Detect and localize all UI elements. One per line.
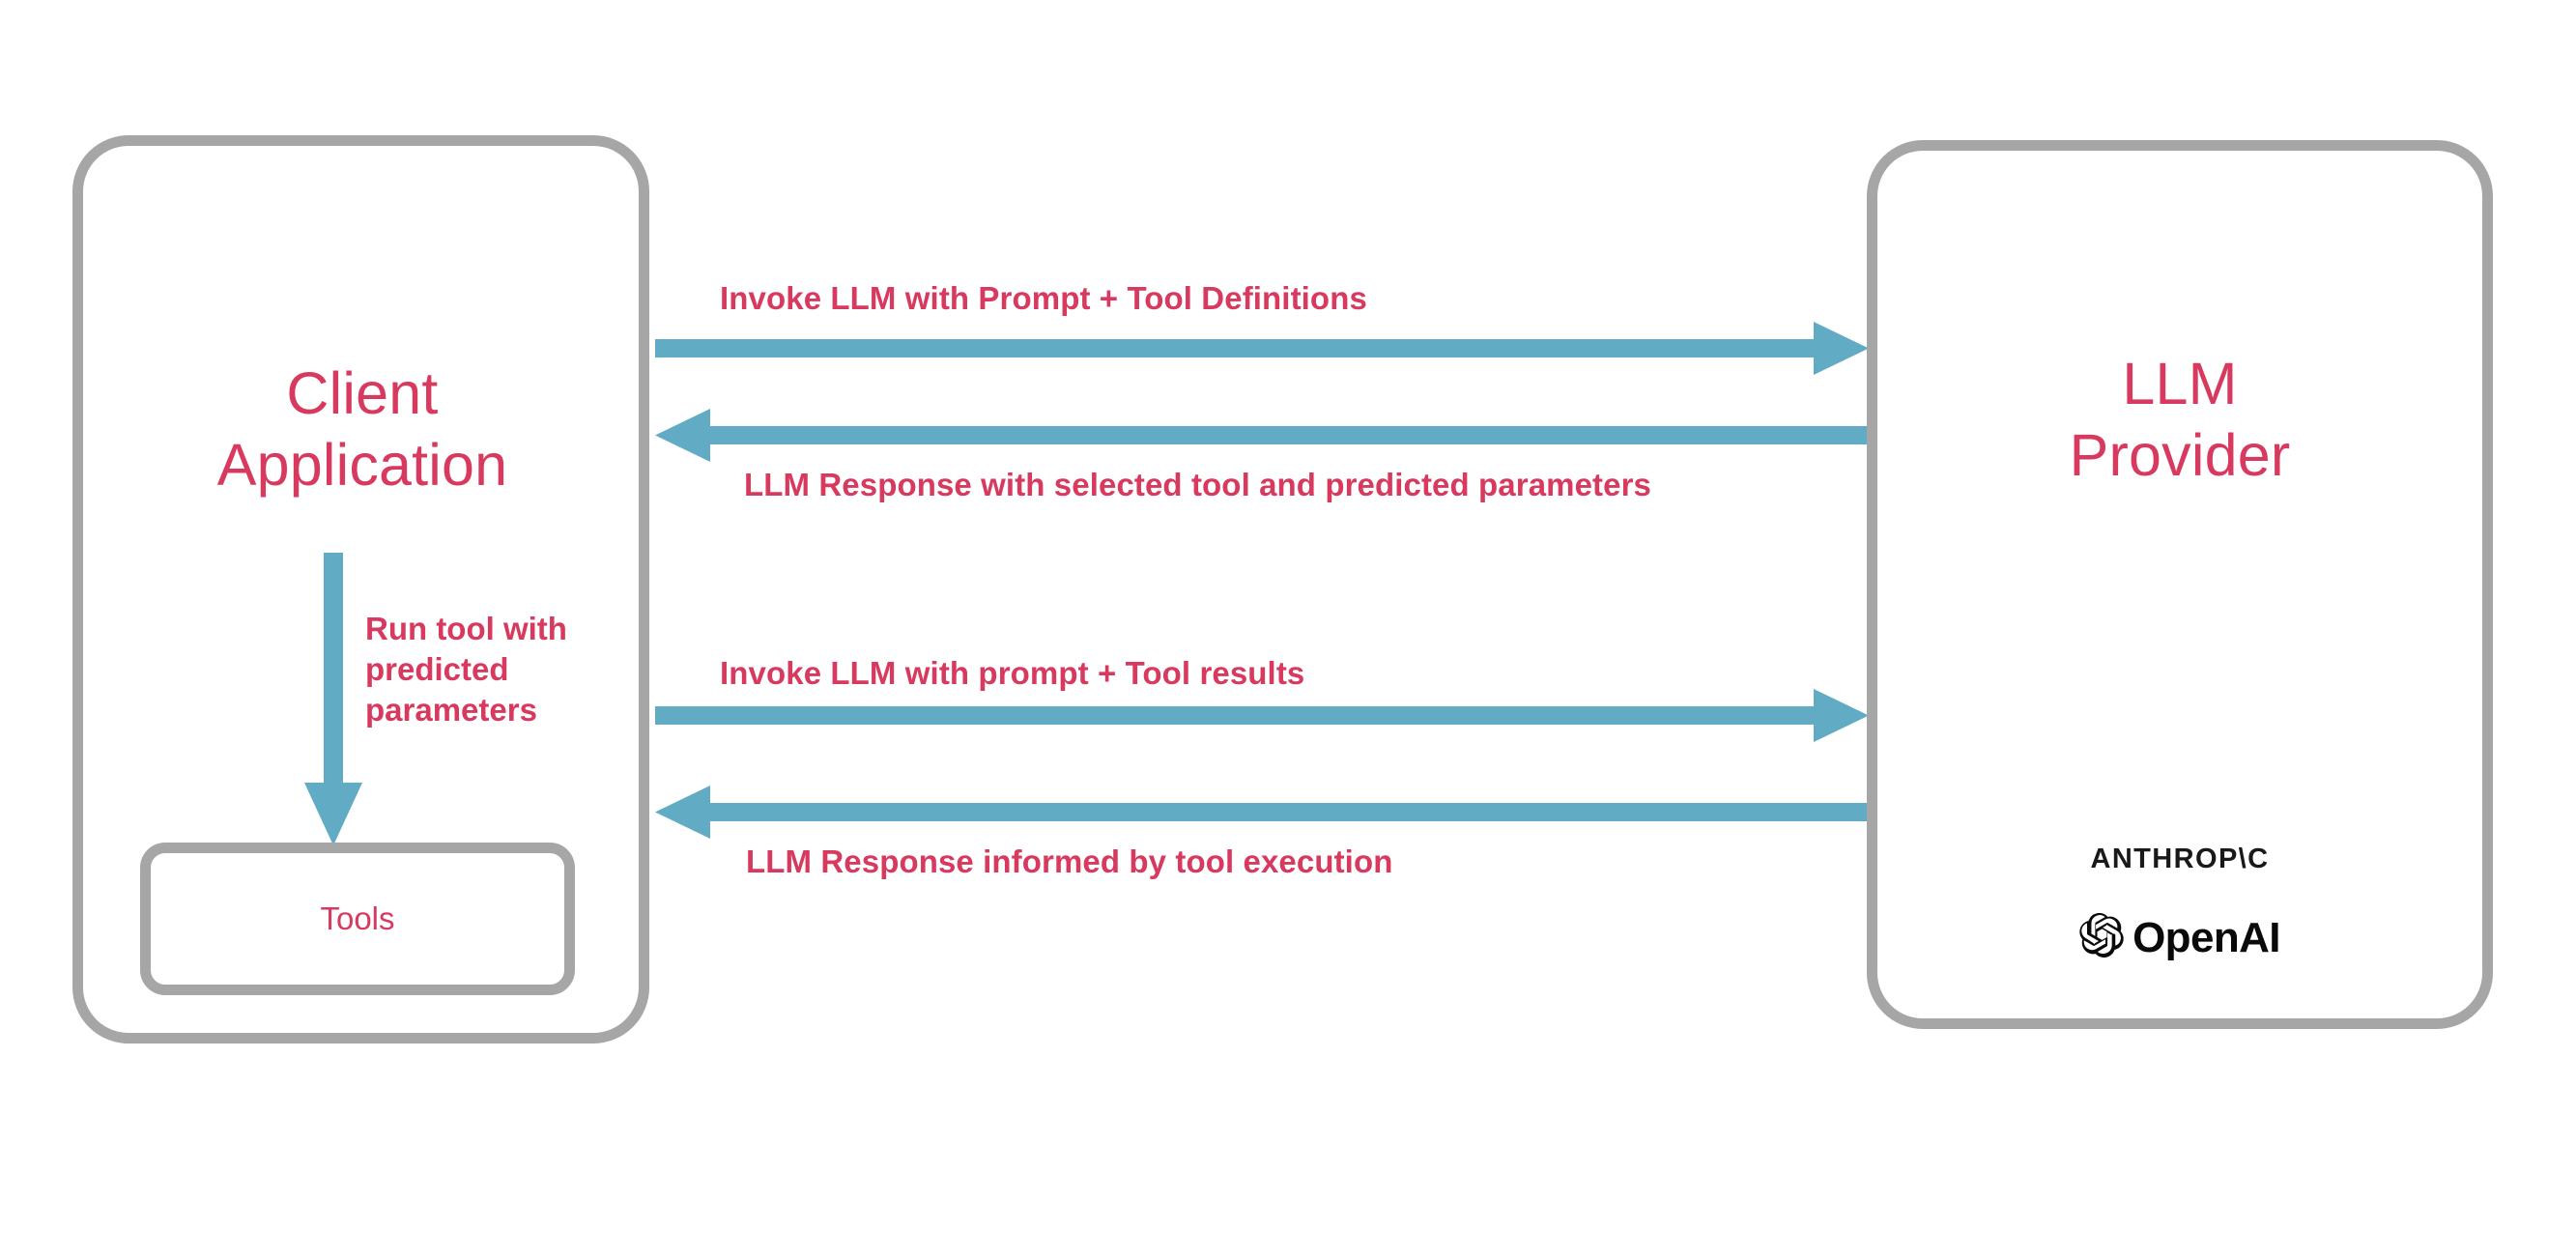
run-tool-arrow <box>302 553 364 847</box>
run-tool-arrow-shape <box>304 553 362 845</box>
provider-title-line-2: Provider <box>2069 422 2291 489</box>
flow-arrow-invoke-1 <box>655 322 1869 376</box>
run-tool-label: Run tool with predicted parameters <box>365 611 567 729</box>
openai-wordmark: OpenAI <box>2132 913 2280 961</box>
openai-logo: OpenAI <box>1875 913 2485 962</box>
llm-provider-title: LLM Provider <box>1875 348 2485 492</box>
flow-label-response-1: LLM Response with selected tool and pred… <box>744 467 1651 502</box>
client-application-title: Client Application <box>82 357 643 501</box>
flow-label-response-2: LLM Response informed by tool execution <box>746 843 1393 879</box>
tools-label: Tools <box>320 901 395 936</box>
flow-label-invoke-1: Invoke LLM with Prompt + Tool Definition… <box>720 280 1367 316</box>
flow-arrow-response-1 <box>655 409 1869 463</box>
client-title-line-1: Client <box>286 360 439 426</box>
anthropic-logo: ANTHROP\C <box>2090 843 2270 874</box>
flow-label-invoke-2: Invoke LLM with prompt + Tool results <box>720 655 1305 691</box>
flow-arrow-invoke-2 <box>655 689 1869 743</box>
openai-swirl-icon <box>2079 913 2124 962</box>
flow-arrow-response-2 <box>655 786 1869 840</box>
tools-node: Tools <box>140 843 575 995</box>
client-title-line-2: Application <box>216 432 508 499</box>
provider-title-line-1: LLM <box>2122 351 2238 416</box>
llm-provider-node <box>1867 140 2493 1029</box>
